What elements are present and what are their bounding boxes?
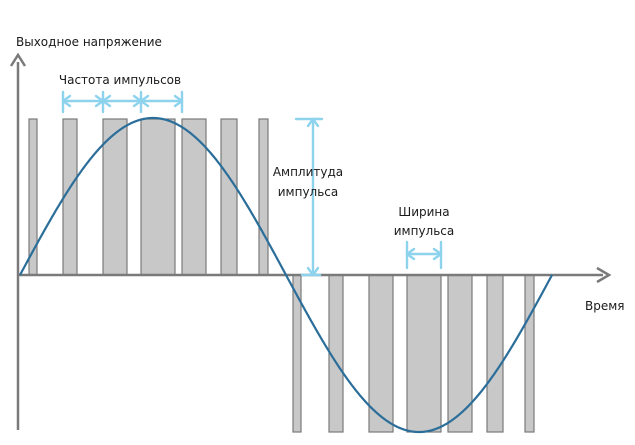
x-axis-label: Время (585, 299, 625, 313)
pwm-pulse (140, 118, 176, 276)
sine-wave (19, 116, 553, 434)
frequency-arrow-head (94, 94, 105, 103)
amplitude-arrow-head (306, 266, 315, 277)
frequency-arrow-head (94, 99, 105, 108)
amplitude-arrow-head (306, 117, 315, 128)
frequency-arrow-head (61, 99, 72, 108)
pwm-pulse (447, 274, 473, 433)
frequency-arrow-head (173, 99, 184, 108)
pwm-pulse (368, 274, 394, 433)
pwm-pulse (181, 118, 207, 276)
frequency-arrow-head (101, 99, 112, 108)
frequency-arrow-head (132, 94, 143, 103)
amplitude-arrow-head (311, 266, 320, 277)
pulse-width-label-line2: импульса (394, 224, 455, 238)
annotations (61, 90, 443, 277)
pwm-pulse (524, 274, 535, 433)
y-axis-arrowhead (9, 52, 27, 67)
frequency-arrow-head (132, 99, 143, 108)
pwm-pulse (406, 274, 442, 433)
pulse-frequency-label: Частота импульсов (59, 73, 181, 87)
frequency-arrow-head (61, 94, 72, 103)
width-arrow-head (405, 252, 416, 261)
width-arrow-head (405, 247, 416, 256)
amplitude-arrow-head (311, 117, 320, 128)
frequency-arrow-head (101, 94, 112, 103)
pwm-pulse (220, 118, 238, 276)
y-axis-label: Выходное напряжение (16, 35, 162, 49)
width-arrow-head (432, 247, 443, 256)
x-axis-arrowhead (596, 266, 612, 284)
width-arrow-head (432, 252, 443, 261)
pwm-pulse (102, 118, 128, 276)
pulse-amplitude-label-line1: Амплитуда (273, 165, 343, 179)
frequency-arrow-head (139, 99, 150, 108)
frequency-arrow-head (173, 94, 184, 103)
frequency-arrow-head (139, 94, 150, 103)
pwm-pulse (486, 274, 504, 433)
pwm-pulses (28, 118, 535, 433)
axes (9, 52, 612, 430)
pwm-pulse (258, 118, 269, 276)
pulse-amplitude-label-line2: импульса (278, 185, 339, 199)
pulse-width-label-line1: Ширина (398, 205, 449, 219)
